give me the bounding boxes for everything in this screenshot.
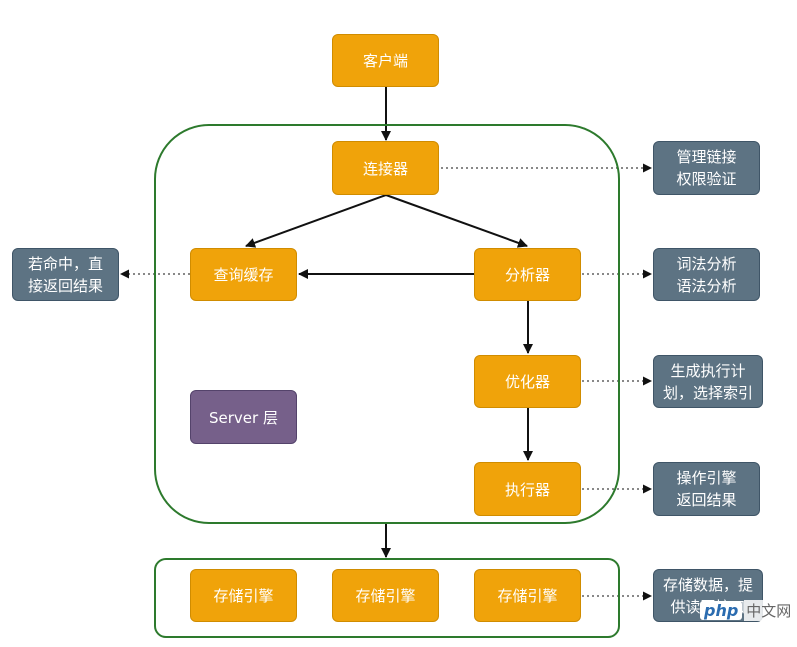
analyzer-node: 分析器 — [474, 248, 581, 301]
storage-note-line-1: 存储数据，提 — [662, 575, 753, 594]
analyzer-note: 词法分析 语法分析 — [653, 248, 760, 301]
site-watermark: php 中文网 — [700, 600, 794, 621]
cache-note-line-1: 若命中，直 — [27, 254, 103, 273]
connector-note-line-2: 权限验证 — [676, 170, 737, 188]
optimizer-note-line-1: 生成执行计 — [670, 361, 746, 380]
edge-connector-analyzer — [385, 194, 528, 248]
edge-connector-cache — [245, 194, 387, 248]
storage-note: 存储数据，提 供读写接口 — [653, 569, 763, 622]
connector-node: 连接器 — [332, 141, 439, 195]
storage-engine-node-2: 存储引擎 — [332, 569, 439, 622]
analyzer-note-line-1: 词法分析 — [676, 254, 737, 273]
cache-note: 若命中，直 接返回结果 — [12, 248, 119, 301]
optimizer-node: 优化器 — [474, 355, 581, 408]
executor-note-line-2: 返回结果 — [676, 491, 737, 509]
storage-engine-node-3: 存储引擎 — [474, 569, 581, 622]
query-cache-node: 查询缓存 — [190, 248, 297, 301]
optimizer-note-line-2: 划，选择索引 — [662, 383, 753, 402]
storage-container — [154, 558, 620, 638]
watermark-text: 中文网 — [744, 600, 794, 621]
executor-note: 操作引擎 返回结果 — [653, 462, 760, 516]
cache-note-line-2: 接返回结果 — [27, 276, 103, 295]
connector-note: 管理链接 权限验证 — [653, 141, 760, 195]
executor-note-line-1: 操作引擎 — [676, 469, 737, 487]
server-layer-label: Server 层 — [190, 390, 297, 444]
executor-node: 执行器 — [474, 462, 581, 516]
server-container — [154, 124, 620, 524]
connector-note-line-1: 管理链接 — [676, 148, 737, 166]
storage-engine-node-1: 存储引擎 — [190, 569, 297, 622]
client-node: 客户端 — [332, 34, 439, 87]
watermark-logo: php — [700, 601, 743, 620]
analyzer-note-line-2: 语法分析 — [676, 276, 737, 295]
optimizer-note: 生成执行计 划，选择索引 — [653, 355, 763, 408]
